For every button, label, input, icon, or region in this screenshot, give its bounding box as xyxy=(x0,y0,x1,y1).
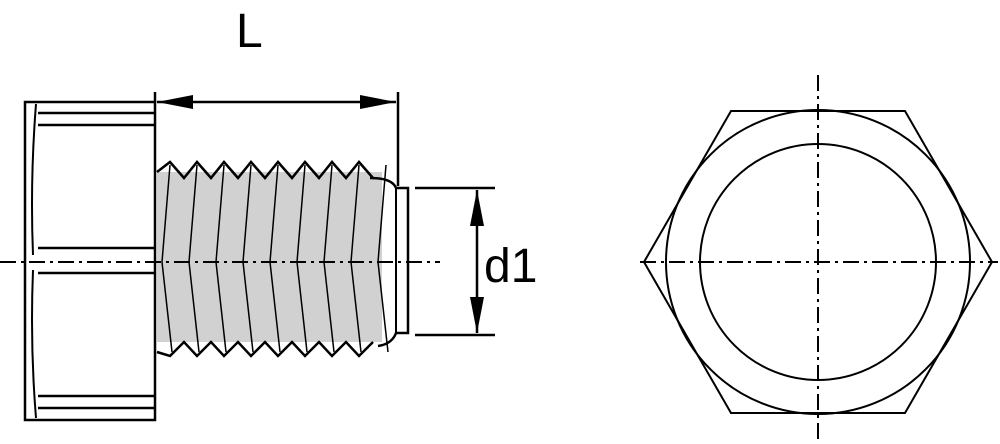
thread-chamfer xyxy=(369,176,410,348)
thread xyxy=(156,160,389,358)
diameter-label: d1 xyxy=(484,240,538,293)
end-view xyxy=(640,75,998,442)
side-view xyxy=(0,92,495,422)
length-label: L xyxy=(236,5,263,58)
thread-crest-line xyxy=(161,164,173,353)
